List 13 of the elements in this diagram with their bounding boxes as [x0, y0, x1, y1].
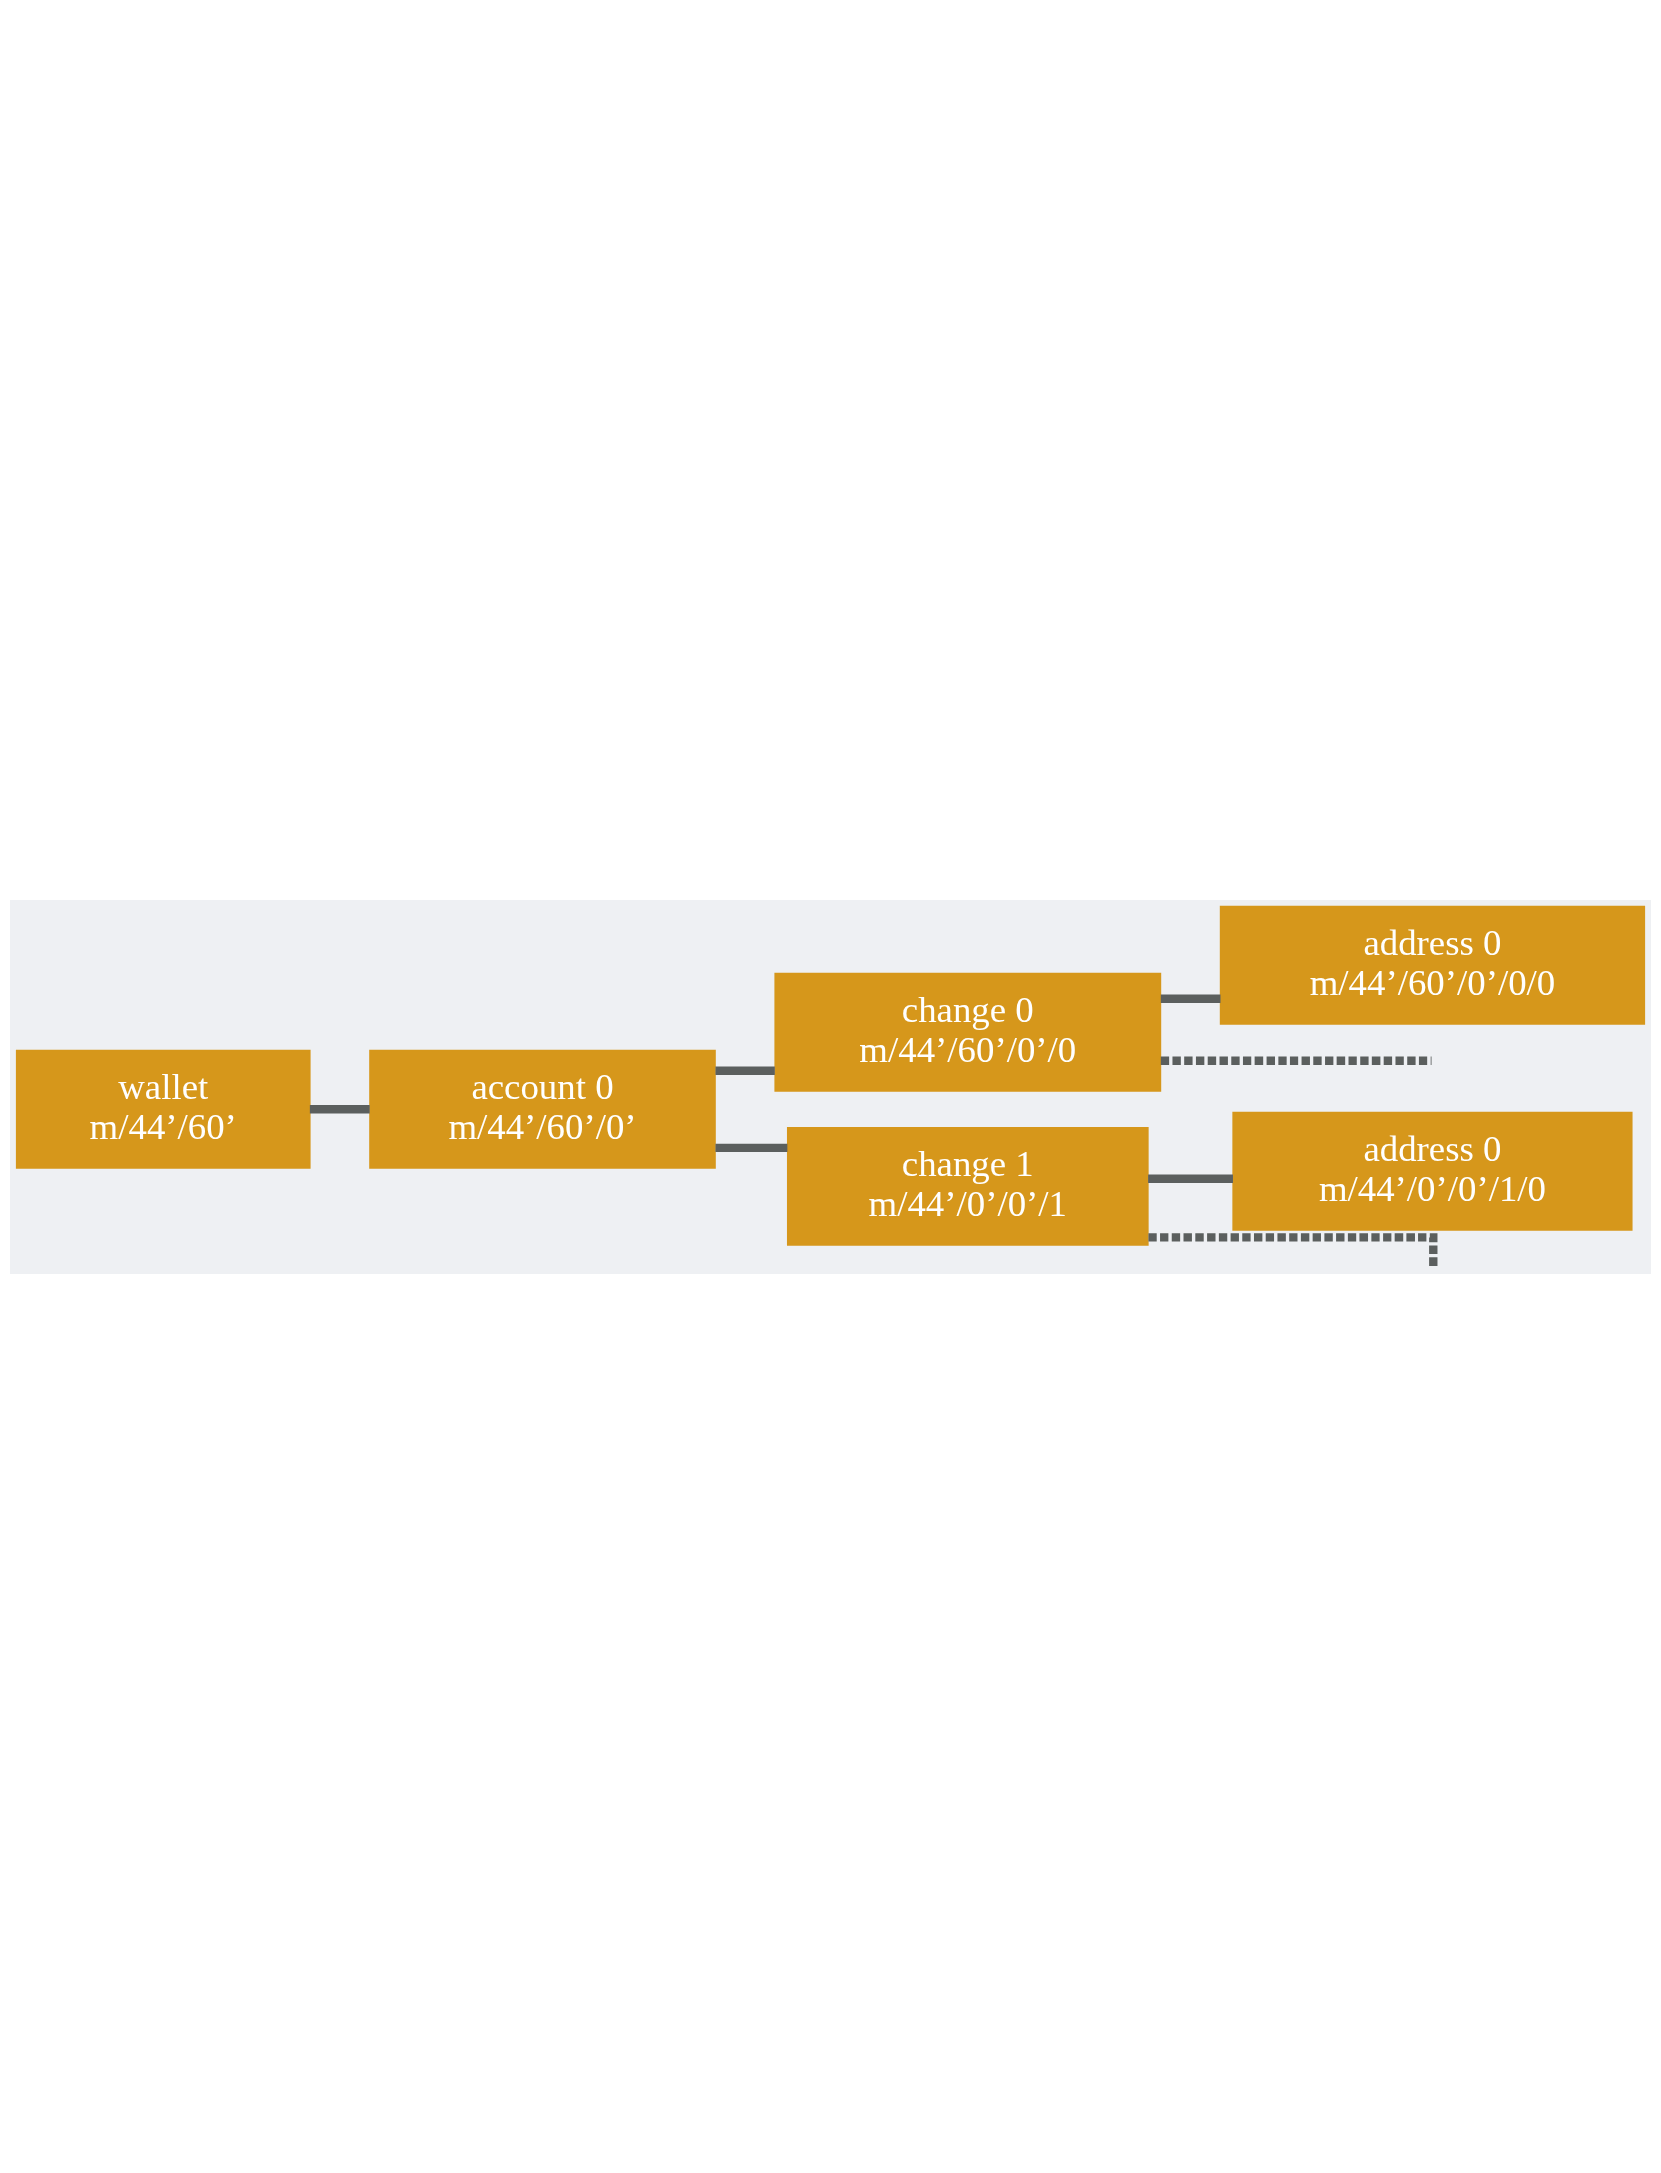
- node-box: address 0 m/44’/60’/0’/0/0: [1219, 905, 1646, 1025]
- node-box: address 0 m/44’/0’/0’/1/0: [1232, 1111, 1633, 1231]
- connector: [715, 1066, 775, 1075]
- connector: [715, 1143, 788, 1152]
- connector: [1148, 1174, 1233, 1183]
- node-box: account 0 m/44’/60’/0’: [369, 1049, 716, 1169]
- node-box: change 1 m/44’/0’/0’/1: [786, 1126, 1149, 1246]
- connector: [1160, 994, 1221, 1003]
- node-box: wallet m/44’/60’: [15, 1049, 311, 1169]
- connector: [1148, 1232, 1438, 1267]
- connector: [1160, 1056, 1432, 1065]
- connector: [309, 1104, 370, 1113]
- node-box: change 0 m/44’/60’/0’/0: [774, 972, 1162, 1092]
